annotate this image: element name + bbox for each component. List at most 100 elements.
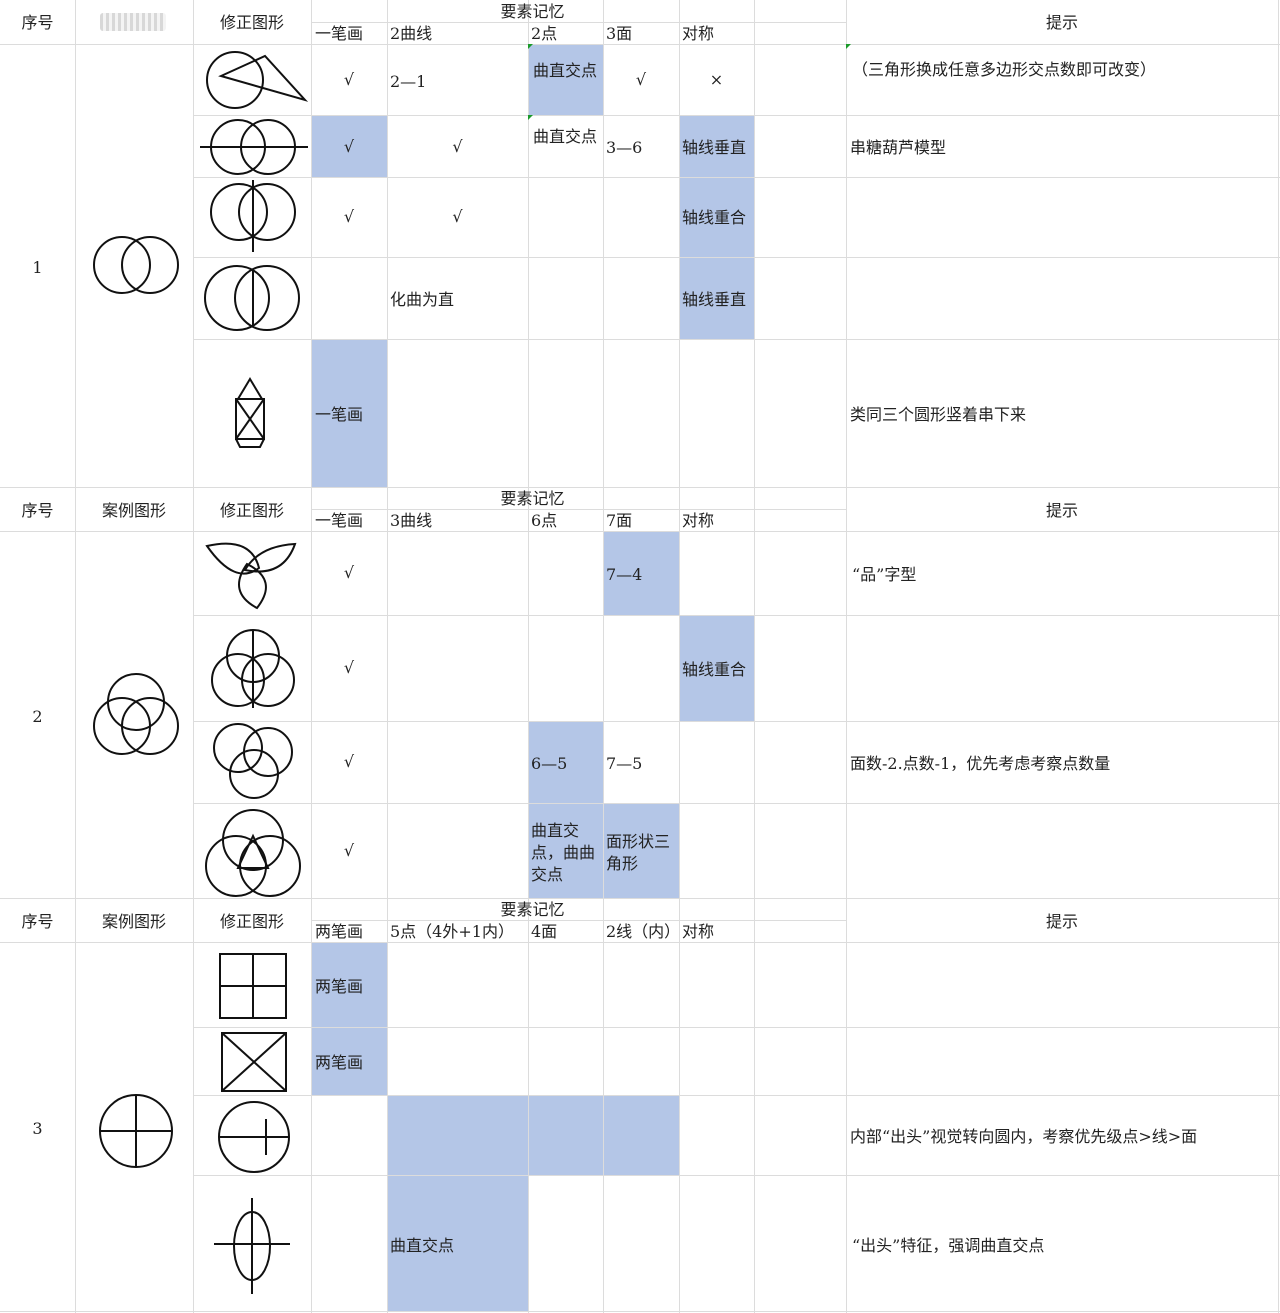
sub-header: 4面 [531, 922, 558, 941]
comment-flag [528, 115, 533, 120]
highlight-cell [387, 1175, 528, 1311]
header-elements: 要素记忆 [500, 900, 565, 919]
header-elements: 要素记忆 [500, 2, 565, 21]
sub-header: 2点 [531, 24, 558, 43]
sub-header: 对称 [682, 511, 715, 530]
header-hint: 提示 [1045, 13, 1078, 32]
circle-cross-icon [99, 1094, 173, 1168]
highlight-cell [679, 115, 754, 339]
hint-cell: 串糖葫芦模型 [850, 138, 947, 157]
sub-header: 5点（4外+1内） [390, 922, 514, 941]
hint-cell: 类同三个圆形竖着串下来 [850, 405, 1027, 424]
cell: √ [343, 752, 355, 771]
cell: 曲直交点 [390, 1236, 455, 1255]
highlight-cell [311, 942, 387, 1095]
cell: 7—4 [606, 565, 643, 584]
sub-header: 2线（内） [606, 922, 681, 941]
sub-header: 一笔画 [315, 24, 364, 43]
x-square-icon [221, 1032, 287, 1092]
highlight-cell [679, 615, 754, 721]
cell: 轴线垂直 [682, 138, 747, 157]
highlight-cell [387, 1095, 679, 1175]
hint-cell: 面数-2.点数-1，优先考虑考察点数量 [850, 754, 1111, 773]
highlight-cell [528, 721, 604, 898]
cell: 一笔画 [315, 405, 364, 424]
section-number: 3 [32, 1119, 43, 1138]
header-seq: 序号 [21, 13, 54, 32]
section-number: 2 [32, 707, 43, 726]
sub-header: 3面 [606, 24, 633, 43]
cell: 曲直交点，曲曲交点 [531, 821, 596, 884]
trefoil-icon [205, 542, 297, 610]
lantern-icon [235, 377, 265, 448]
three-circles-axis-icon [211, 629, 295, 708]
hint-cell: “品”字型 [852, 565, 917, 584]
cell: 3—6 [606, 138, 643, 157]
cell: √ [343, 70, 355, 89]
cell: √ [343, 563, 355, 582]
cell: × [709, 70, 724, 89]
highlight-cell [528, 44, 604, 115]
hint-cell: “出头”特征，强调曲直交点 [852, 1236, 1045, 1255]
header-seq: 序号 [21, 912, 54, 931]
cell: √ [452, 207, 463, 226]
comment-flag [528, 44, 533, 49]
sub-header: 2曲线 [390, 24, 433, 43]
header-corrected: 修正图形 [219, 13, 284, 32]
section-number: 1 [32, 258, 43, 277]
ellipse-cross-icon [214, 1198, 290, 1294]
header-example: 案例图形 [101, 501, 166, 520]
four-square-icon [219, 953, 287, 1019]
two-circles-vertical-axis-icon [210, 180, 296, 252]
cell: 曲直交点 [533, 127, 598, 146]
cell: 轴线重合 [682, 208, 747, 227]
header-example: 案例图形 [101, 912, 166, 931]
cell: 轴线垂直 [682, 290, 747, 309]
header-elements: 要素记忆 [500, 489, 565, 508]
cell: 曲直交点 [533, 61, 598, 80]
cell: √ [635, 70, 647, 89]
cell: 7—5 [606, 754, 643, 773]
cell: √ [452, 137, 463, 156]
cell: √ [343, 207, 355, 226]
cell: √ [343, 841, 355, 860]
highlight-cell [311, 115, 387, 177]
cell: 化曲为直 [390, 290, 455, 309]
two-circles-icon [93, 236, 179, 294]
sub-header: 一笔画 [315, 511, 364, 530]
circle-triangle-icon [206, 51, 309, 109]
highlight-cell [311, 339, 387, 487]
sub-header: 3曲线 [390, 511, 433, 530]
hint-cell: （三角形换成任意多边形交点数即可改变） [852, 60, 1157, 79]
sub-header: 6点 [531, 511, 558, 530]
hint-cell: 内部“出头”视觉转向圆内，考察优先级点>线>面 [850, 1127, 1198, 1146]
header-hint: 提示 [1045, 912, 1078, 931]
highlight-cell [603, 531, 679, 615]
blurred-header [100, 13, 166, 31]
two-circles-inner-line-icon [204, 265, 300, 331]
three-circles-stacked-icon [213, 723, 293, 799]
highlight-cell [603, 803, 679, 898]
header-corrected: 修正图形 [219, 501, 284, 520]
comment-flag [846, 44, 851, 49]
cell: √ [343, 658, 355, 677]
cell: 面形状三角形 [606, 832, 671, 873]
sub-header: 对称 [682, 24, 715, 43]
cell: 6—5 [531, 754, 568, 773]
circle-line-icon [218, 1101, 290, 1173]
header-seq: 序号 [21, 501, 54, 520]
cell: √ [343, 137, 355, 156]
cell: 两笔画 [315, 977, 364, 996]
sub-header: 两笔画 [315, 922, 364, 941]
sub-header: 7面 [606, 511, 633, 530]
header-corrected: 修正图形 [219, 912, 284, 931]
cell: 2—1 [390, 72, 427, 91]
header-hint: 提示 [1045, 501, 1078, 520]
cell: 两笔画 [315, 1053, 364, 1072]
three-circles-icon [93, 673, 179, 755]
three-circles-triangle-icon [205, 809, 301, 897]
two-circles-horizontal-axis-icon [200, 119, 308, 175]
cell: 轴线重合 [682, 660, 747, 679]
sub-header: 对称 [682, 922, 715, 941]
